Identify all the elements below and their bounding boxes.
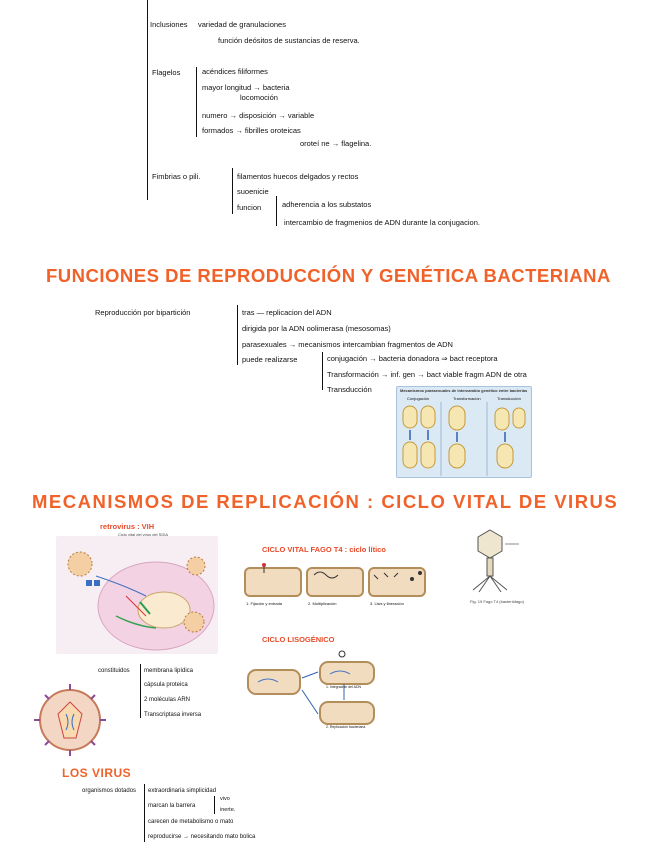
virus-line-4: reproducirse → necesitando mato bolica [148,834,255,840]
litic-phage-drawing [244,563,434,593]
inclusiones-line-1: variedad de granulaciones [198,21,286,29]
virus-organisms-label: organismos dotados [82,788,136,794]
litic-step-2-caption: 2. Multiplicación [308,602,336,606]
virus-line-3: carecen de metabolismo o mato [148,819,233,825]
fimbrias-brace [232,168,233,214]
reproduccion-line-2: dirigida por la ADN oolimerasa (mesosoma… [242,325,391,333]
reproduccion-label: Reproducción por bipartición [95,309,190,317]
puede-brace [322,352,323,390]
section-replicacion-heading: MECANISMOS DE REPLICACIÓN : CICLO VITAL … [32,493,618,512]
fimbrias-line-5: intercambio de fragmenios de ADN durante… [284,219,480,227]
fimbrias-line-2: suoenicie [237,188,269,196]
reproduccion-line-1: tras — replicacion del ADN [242,309,332,317]
fimbrias-funcion-brace [276,196,277,226]
flagelos-line-2: mayor longitud → bacteria [202,84,290,92]
flagelos-label: Flagelos [152,69,180,77]
section-virus-heading: LOS VIRUS [62,767,131,779]
phage-t4-drawing [455,528,525,598]
figure-col-transformacion: Transformación [453,397,481,401]
virus-structure-label: constituidos [98,668,130,674]
virus-structure-line-2: cápsula proteica [144,682,188,688]
flagelos-brace [196,67,197,137]
virus-structure-line-3: 2 moléculas ARN [144,697,190,703]
figure-col-conjugacion: Conjugación [407,397,429,401]
reproduccion-line-5: conjugación → bacteria donadora ⇒ bact r… [327,355,498,363]
litic-step-1-caption: 1. Fijación y entrada [246,602,282,606]
virus-structure-brace [140,664,141,718]
section-reproduccion-heading: FUNCIONES DE REPRODUCCIÓN Y GENÉTICA BAC… [46,267,611,286]
flagelos-line-5: formados → fibrilles oroteicas [202,127,301,135]
virus-structure-line-4: Transcriptasa inversa [144,712,201,718]
phage-t4-caption: Fig. 19 Fago T4 (bacteriófago) [470,600,524,604]
litic-cycle-label: CICLO VITAL FAGO T4 : ciclo lítico [262,546,386,554]
lisogenic-step-2-caption: 2. Replicación bacteriana [326,726,365,730]
virus-barrera-brace [214,796,215,814]
inclusiones-line-2: función deósitos de sustancias de reserv… [218,37,360,45]
figure-title: Mecanismos parasexuales de intercambio g… [400,389,527,393]
fimbrias-line-4: adherencia a los substatos [282,201,371,209]
flagelos-line-4: numero → disposición → variable [202,112,314,120]
virus-organisms-brace [144,784,145,842]
fimbrias-line-3: funcion [237,204,261,212]
virus-line-2: marcan la barrera [148,803,195,809]
flagelos-line-3: locomoción [240,94,278,102]
fimbrias-label: Fimbrias o pili. [152,173,200,181]
parasexual-figure-drawing [397,402,531,478]
hiv-lifecycle-figure [56,536,218,654]
lisogenic-step-1-caption: 1. Integración del ADN [326,686,361,690]
virus-structure-line-1: membrana lipídica [144,668,193,674]
virus-structure-drawing [24,680,120,758]
virus-line-1: extraordinaria simplicidad [148,788,216,794]
litic-step-3-caption: 3. Lisis y liberación [370,602,404,606]
virus-line-2a: vivo [220,797,230,803]
flagelos-line-6: oroteí ne → flagelina. [300,140,371,148]
lisogenic-cycle-label: CICLO LISOGÉNICO [262,636,335,644]
reproduccion-brace [237,305,238,365]
main-brace-line [147,0,148,200]
inclusiones-label: Inclusiones [150,21,188,29]
virus-line-2b: inerte. [220,808,235,814]
reproduccion-line-7: Transducción [327,386,372,394]
reproduccion-line-3: parasexuales → mecanismos intercambian f… [242,341,453,349]
flagelos-line-1: acéndices filiformes [202,68,268,76]
hiv-lifecycle-drawing [56,536,218,654]
reproduccion-line-4: puede realizarse [242,356,297,364]
fimbrias-line-1: filamentos huecos delgados y rectos [237,173,358,181]
reproduccion-line-6: Transformación → inf. gen → bact viable … [327,371,527,379]
parasexual-mechanisms-figure: Mecanismos parasexuales de intercambio g… [396,386,532,478]
retrovirus-label: retrovirus : VIH [100,523,154,531]
figure-col-transduccion: Transducción [497,397,521,401]
